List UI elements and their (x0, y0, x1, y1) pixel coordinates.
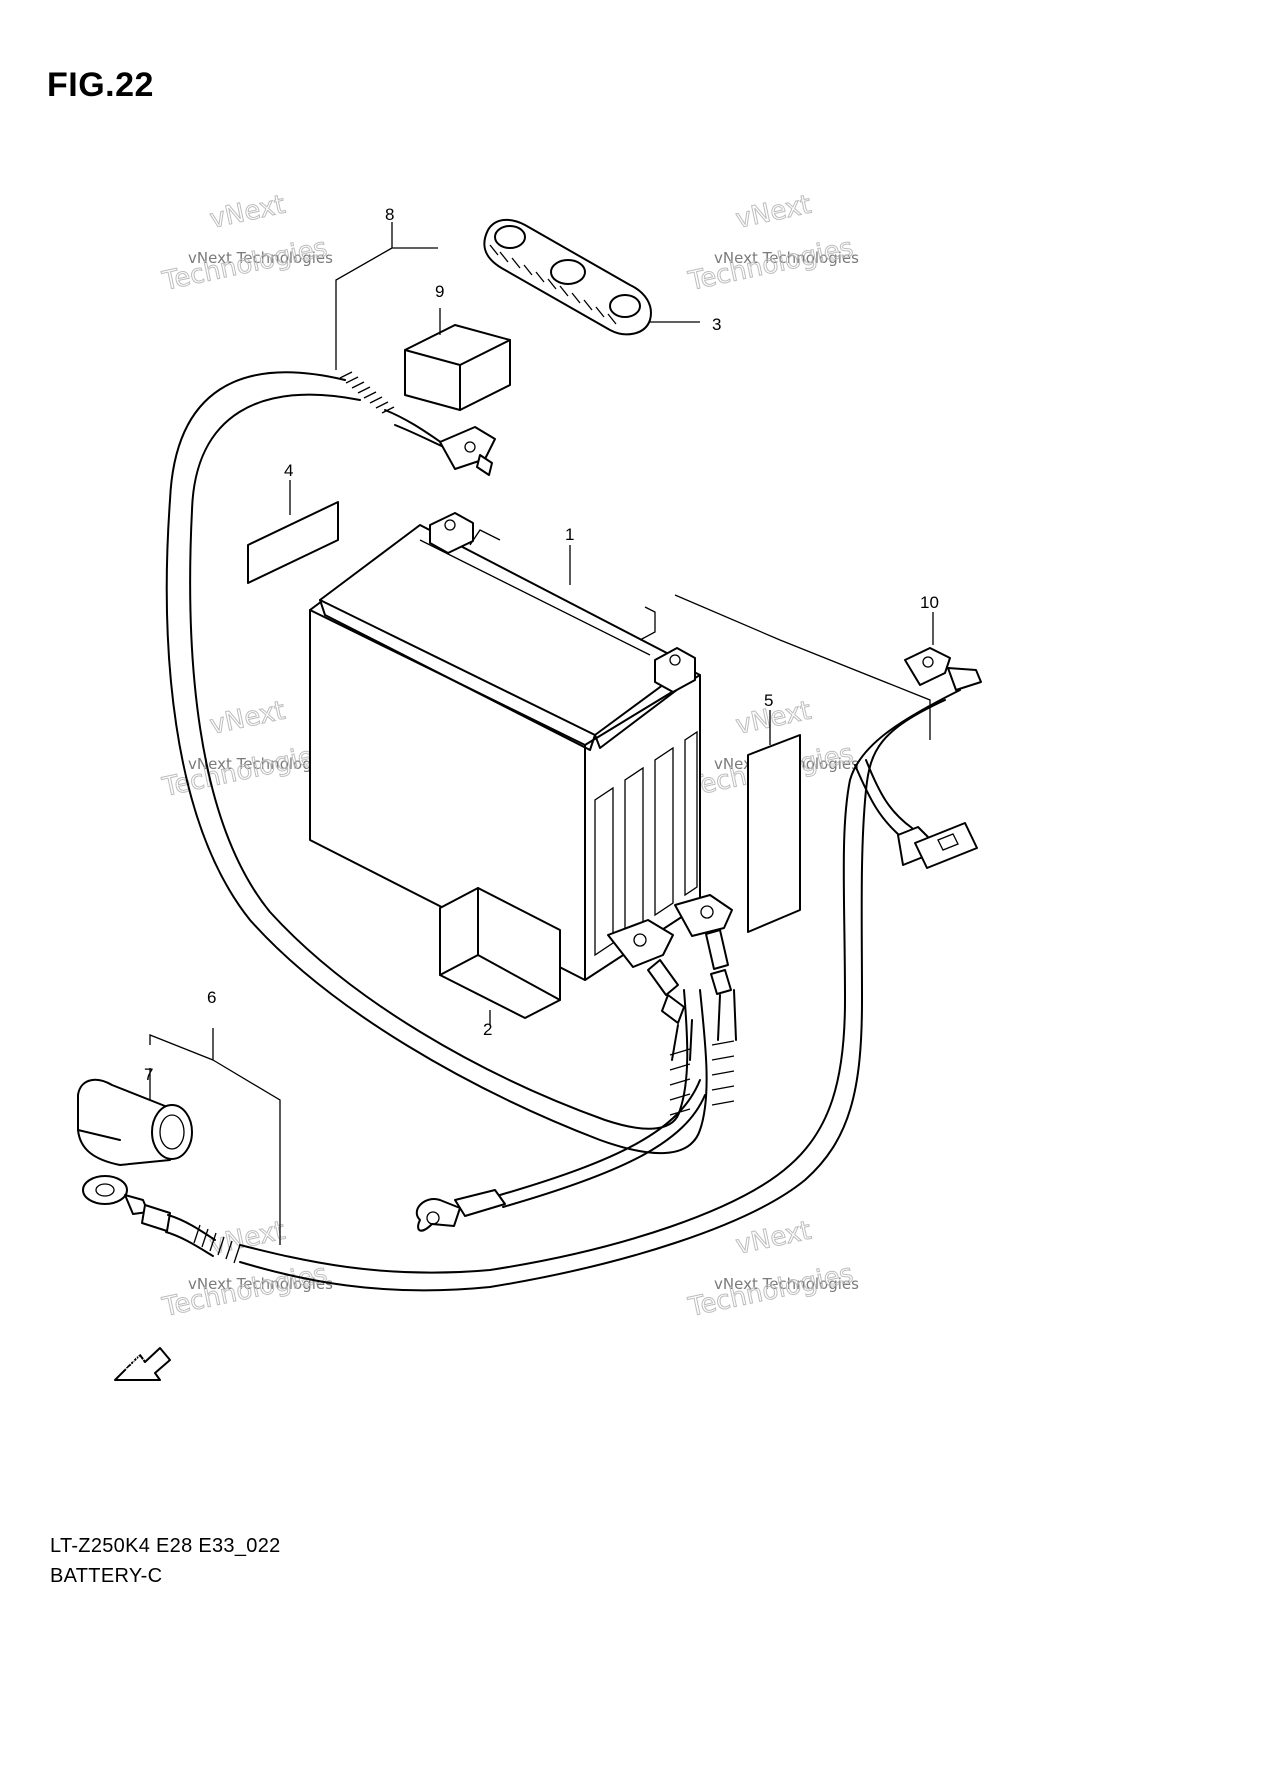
ground-cable-end (82, 1175, 241, 1264)
svg-text:Technologies: Technologies (159, 233, 330, 297)
callout-10: 10 (920, 593, 939, 612)
figure-name: BATTERY-C (50, 1565, 163, 1587)
callout-1: 1 (565, 525, 574, 544)
svg-text:vNext: vNext (733, 190, 814, 235)
svg-text:vNext: vNext (207, 190, 288, 235)
callout-5: 5 (764, 691, 773, 710)
figure-code: LT-Z250K4 E28 E33_022 (50, 1535, 281, 1557)
callout-8: 8 (385, 205, 394, 224)
forward-arrow-icon: FWD (114, 1347, 171, 1381)
svg-text:vNext: vNext (207, 696, 288, 741)
svg-text:vNext: vNext (733, 696, 814, 741)
svg-text:Technologies: Technologies (685, 1259, 856, 1323)
watermark-top-right: vNext Technologies vNext Technologies (685, 189, 859, 297)
callout-2: 2 (483, 1020, 492, 1039)
watermark-top-left: vNext Technologies vNext Technologies (159, 189, 333, 297)
leader-lines (149, 222, 934, 1245)
svg-text:vNext Technologies: vNext Technologies (188, 249, 333, 267)
callout-6: 6 (207, 988, 216, 1007)
callout-9: 9 (435, 282, 444, 301)
callout-4: 4 (284, 461, 293, 480)
battery-band (483, 218, 652, 336)
svg-text:vNext Technologies: vNext Technologies (188, 755, 333, 773)
svg-text:Technologies: Technologies (159, 1259, 330, 1323)
watermark-bottom-right: vNext Technologies vNext Technologies (685, 1215, 859, 1323)
watermark-bottom-left: vNext Technologies vNext Technologies (159, 1215, 333, 1323)
label-5-plate (747, 734, 801, 933)
svg-text:Technologies: Technologies (685, 233, 856, 297)
callout-7: 7 (144, 1065, 153, 1084)
figure-title: FIG.22 (47, 66, 154, 104)
callouts: 8 9 3 4 1 10 5 2 6 7 (144, 205, 939, 1084)
svg-text:vNext Technologies: vNext Technologies (714, 1275, 859, 1293)
terminal-cap (404, 324, 511, 411)
svg-text:vNext Technologies: vNext Technologies (714, 249, 859, 267)
negative-cable (239, 647, 982, 1292)
battery (309, 512, 701, 981)
callout-3: 3 (712, 315, 721, 334)
label-4-plate (247, 501, 339, 584)
svg-text:vNext: vNext (733, 1216, 814, 1261)
svg-text:vNext Technologies: vNext Technologies (188, 1275, 333, 1293)
terminal-boot (77, 1078, 193, 1166)
watermark-mid-left: vNext Technologies vNext Technologies (159, 695, 333, 803)
lower-cables (415, 894, 737, 1232)
